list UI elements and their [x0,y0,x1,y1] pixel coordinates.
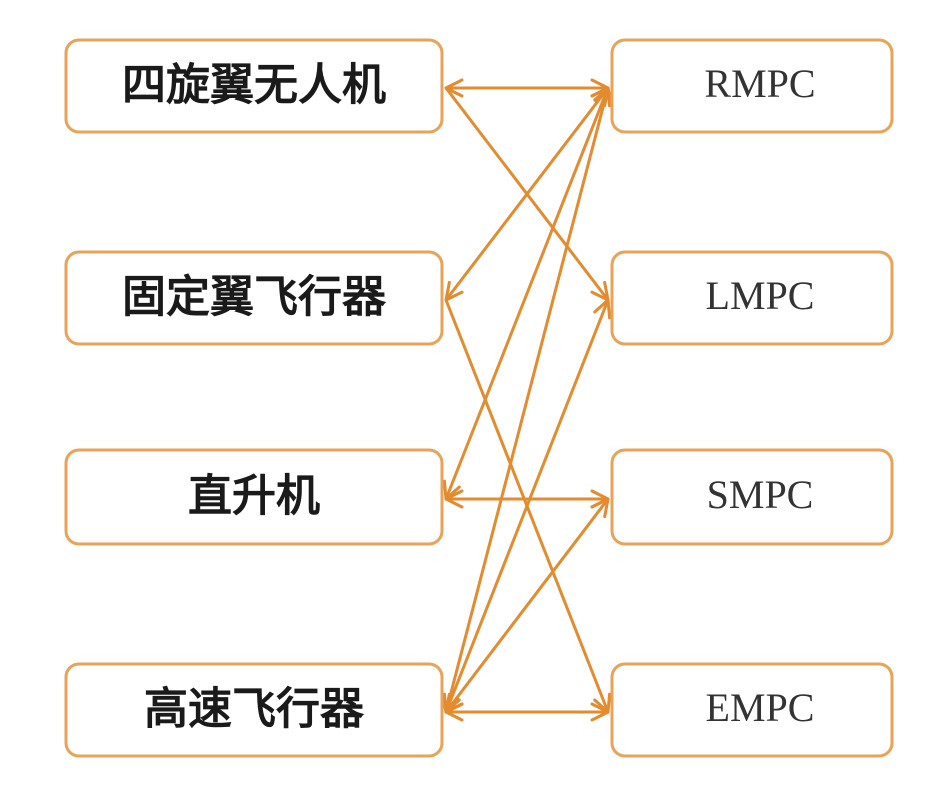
node-rmpc: RMPC [610,38,894,134]
node-label-lmpc: LMPC [706,273,815,318]
node-helicopter: 直升机 [64,448,444,546]
node-label-quadrotor: 四旋翼无人机 [122,60,386,111]
node-empc: EMPC [610,662,894,758]
node-smpc: SMPC [610,448,894,546]
node-label-fixed-wing: 固定翼飞行器 [122,272,387,323]
edge-helicopter-rmpc [444,87,610,500]
edge-high_speed-rmpc [444,87,610,713]
arrow-head-empc-from-high_speed [590,702,610,722]
arrow-head-rmpc-from-high_speed [594,86,614,107]
node-lmpc: LMPC [610,250,894,346]
nodes-layer: 四旋翼无人机 固定翼飞行器 直升机 高速飞行器 RMPC LMPC [64,38,894,758]
edge-high_speed-smpc [444,498,610,713]
arrow-head-high_speed-from-empc [444,702,464,722]
node-label-helicopter: 直升机 [188,471,320,522]
node-high-speed: 高速飞行器 [64,662,444,758]
node-quadrotor: 四旋翼无人机 [64,38,444,134]
node-fixed-wing: 固定翼飞行器 [64,250,444,346]
arrow-head-lmpc-from-high_speed [593,298,612,320]
arrow-head-smpc-from-high_speed [590,497,610,519]
edges-layer [440,78,614,722]
edge-high_speed-lmpc [444,299,610,713]
node-label-rmpc: RMPC [704,61,815,106]
node-label-smpc: SMPC [707,472,814,517]
arrow-head-helicopter-from-smpc [444,489,464,509]
node-label-empc: EMPC [706,685,815,730]
node-label-high-speed: 高速飞行器 [144,684,365,735]
edge-fixed_wing-rmpc [444,87,610,301]
